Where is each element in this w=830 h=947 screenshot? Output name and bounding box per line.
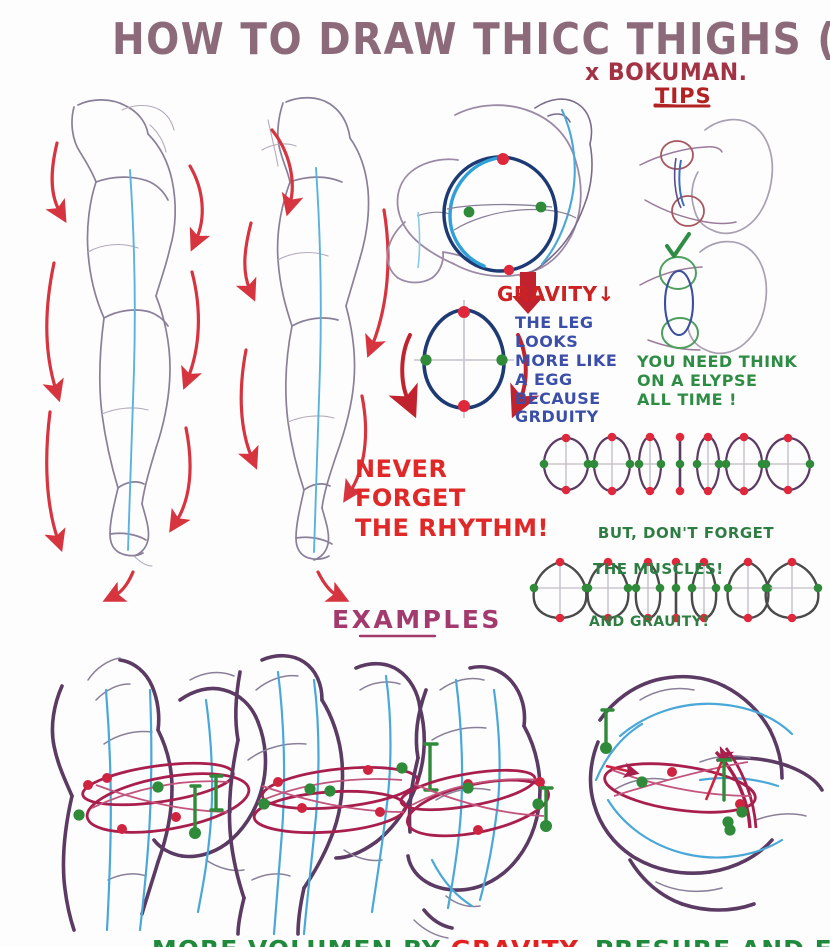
art-tips-right [639, 232, 768, 355]
art-egg-row-bottom [529, 557, 823, 623]
art-example-figure-4 [588, 674, 824, 912]
art-egg-diagram [388, 300, 540, 419]
art-ellipse-row-top [539, 432, 815, 496]
art-example-figure-1 [50, 657, 268, 932]
art-example-figure-3 [399, 665, 554, 939]
art-example-figure-2 [227, 653, 439, 936]
art-tips-wrong [639, 103, 774, 235]
art-rhythm-legs [42, 96, 390, 602]
art-ellipse-thigh [386, 98, 593, 314]
